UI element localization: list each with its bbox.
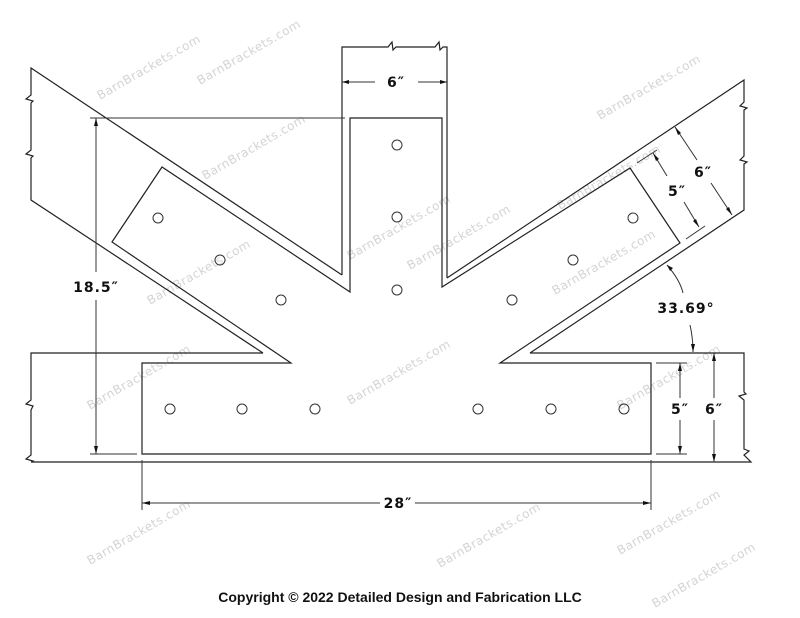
bolt-hole — [391, 139, 403, 151]
dim-bottom-widths: 5″ 6″ — [656, 353, 723, 462]
dim-post-width: 6″ — [342, 75, 447, 91]
dim-total-height: 18.5″ — [73, 117, 345, 455]
dim-label-arm-plate-width: 5″ — [668, 184, 686, 200]
dim-brace-angle: 33.69° — [657, 264, 714, 353]
bolt-hole — [309, 403, 321, 415]
copyright-notice: Copyright © 2022 Detailed Design and Fab… — [218, 589, 582, 605]
dim-label-arm-timber-width: 6″ — [694, 165, 712, 181]
dim-label-bottom-timber-width: 6″ — [705, 402, 723, 418]
bolt-hole — [506, 294, 518, 306]
bolt-hole — [275, 294, 287, 306]
watermark-text: BarnBrackets.com — [550, 227, 659, 298]
watermark-text: BarnBrackets.com — [200, 112, 309, 183]
watermark-text: BarnBrackets.com — [555, 142, 664, 213]
watermark-text: BarnBrackets.com — [595, 52, 704, 123]
bolt-hole — [567, 254, 579, 266]
bolt-hole — [164, 403, 176, 415]
watermark-text: BarnBrackets.com — [145, 237, 254, 308]
left-brace-timber — [24, 66, 343, 354]
dim-label-brace-angle: 33.69° — [657, 301, 714, 317]
dim-total-length: 28″ — [141, 460, 652, 512]
dim-arm-widths: 5″ 6″ — [636, 126, 733, 240]
beam-timber — [24, 352, 753, 463]
bolt-hole — [152, 212, 164, 224]
post-timber — [341, 40, 448, 278]
watermark-text: BarnBrackets.com — [85, 497, 194, 568]
bolt-hole — [627, 212, 639, 224]
watermark-text: BarnBrackets.com — [195, 17, 304, 88]
bracket-plate — [111, 117, 681, 455]
bolt-hole — [545, 403, 557, 415]
dim-label-bottom-plate-width: 5″ — [671, 402, 689, 418]
bolt-holes — [152, 139, 639, 415]
dim-label-total-height: 18.5″ — [73, 280, 119, 296]
bolt-hole — [472, 403, 484, 415]
bolt-hole — [236, 403, 248, 415]
watermark-text: BarnBrackets.com — [95, 32, 204, 103]
dim-label-total-length: 28″ — [384, 496, 413, 512]
bolt-hole — [391, 284, 403, 296]
timber-outlines — [24, 40, 753, 463]
bolt-hole — [391, 211, 403, 223]
watermark-text: BarnBrackets.com — [345, 337, 454, 408]
watermark-text: BarnBrackets.com — [615, 487, 724, 558]
watermark-text: BarnBrackets.com — [435, 500, 544, 571]
bolt-hole — [214, 254, 226, 266]
right-brace-timber — [446, 78, 749, 354]
dim-label-post-width: 6″ — [387, 75, 405, 91]
bolt-hole — [618, 403, 630, 415]
